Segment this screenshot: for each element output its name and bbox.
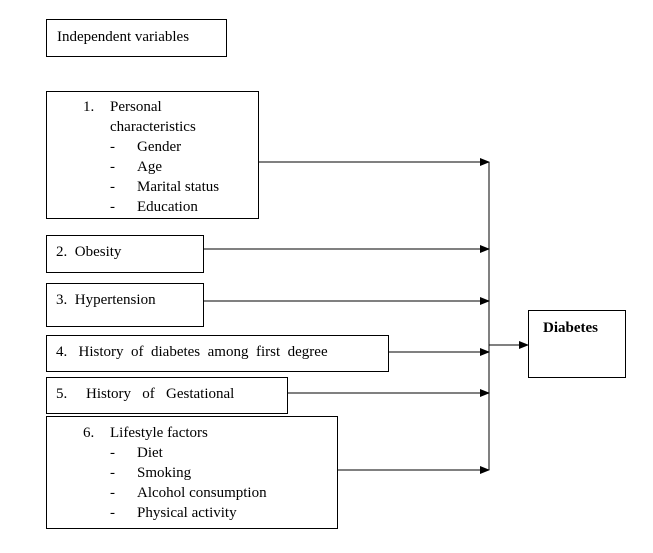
personal-characteristics-box: 1. Personal characteristics - Gender - A… <box>46 91 259 219</box>
diabetes-label: Diabetes <box>543 320 598 336</box>
bullet-dash: - <box>110 159 115 175</box>
personal-title-line1: Personal <box>110 99 162 115</box>
personal-item-education: Education <box>137 199 198 215</box>
personal-item-marital-status: Marital status <box>137 179 220 195</box>
personal-title-line2: characteristics <box>110 119 196 135</box>
hypertension-box: 3. Hypertension <box>46 283 204 327</box>
bullet-dash: - <box>110 139 115 155</box>
bullet-dash: - <box>110 445 115 461</box>
lifestyle-item-diet: Diet <box>137 445 163 461</box>
history-diabetes-box: 4. History of diabetes among first degre… <box>46 335 389 372</box>
diabetes-box: Diabetes <box>528 310 626 378</box>
personal-number: 1. <box>83 99 95 115</box>
bullet-dash: - <box>110 465 115 481</box>
lifestyle-number: 6. <box>83 425 95 441</box>
independent-variables-box: Independent variables <box>46 19 227 57</box>
bullet-dash: - <box>110 505 115 521</box>
lifestyle-item-physical-activity: Physical activity <box>137 505 237 521</box>
history-diabetes-label: 4. History of diabetes among first degre… <box>56 344 328 360</box>
personal-item-age: Age <box>137 159 162 175</box>
bullet-dash: - <box>110 179 115 195</box>
history-gestational-box: 5. History of Gestational <box>46 377 288 414</box>
lifestyle-item-alcohol: Alcohol consumption <box>137 485 267 501</box>
personal-item-gender: Gender <box>137 139 182 155</box>
independent-variables-label: Independent variables <box>57 29 190 45</box>
history-gestational-label: 5. History of Gestational <box>56 386 235 402</box>
lifestyle-title: Lifestyle factors <box>110 425 208 441</box>
hypertension-label: 3. Hypertension <box>56 292 156 308</box>
obesity-box: 2. Obesity <box>46 235 204 273</box>
lifestyle-item-smoking: Smoking <box>137 465 192 481</box>
bullet-dash: - <box>110 485 115 501</box>
bullet-dash: - <box>110 199 115 215</box>
lifestyle-factors-box: 6. Lifestyle factors - Diet - Smoking - … <box>46 416 338 529</box>
obesity-label: 2. Obesity <box>56 244 122 260</box>
